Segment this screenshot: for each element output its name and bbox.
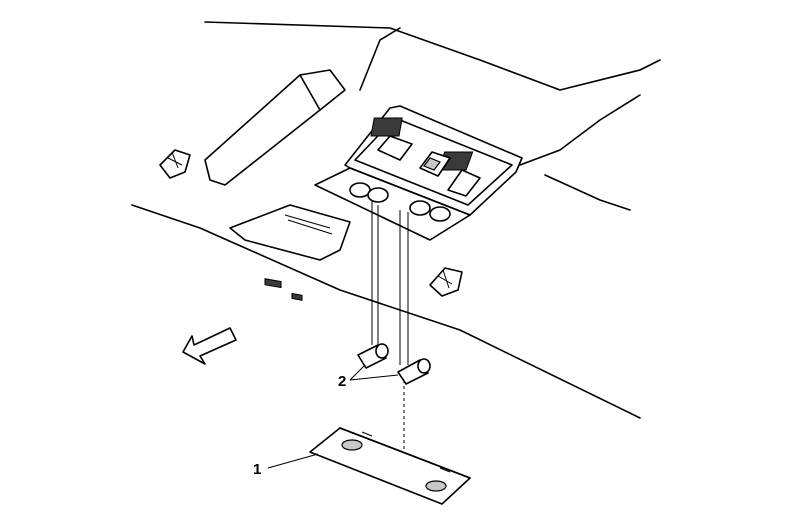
left-trim-panel	[204, 69, 346, 186]
lamp-bulb-left	[357, 343, 389, 369]
callout-1-label: 1	[253, 461, 261, 478]
lamp-bulb-right	[397, 358, 431, 385]
overhead-console	[344, 105, 523, 216]
dome-lamp-lens	[309, 427, 471, 505]
callout-1: 1	[253, 453, 319, 478]
lamp-socket-area	[314, 167, 471, 241]
bulb-guide-lines	[371, 200, 409, 452]
right-visor-clip	[429, 267, 463, 297]
arrow-left-down-icon	[182, 327, 237, 365]
callout-2-label: 2	[338, 373, 346, 390]
console-bezel	[229, 204, 351, 301]
left-visor-clip	[159, 149, 191, 179]
headliner-panel	[131, 21, 661, 419]
callout-2: 2	[338, 364, 399, 390]
